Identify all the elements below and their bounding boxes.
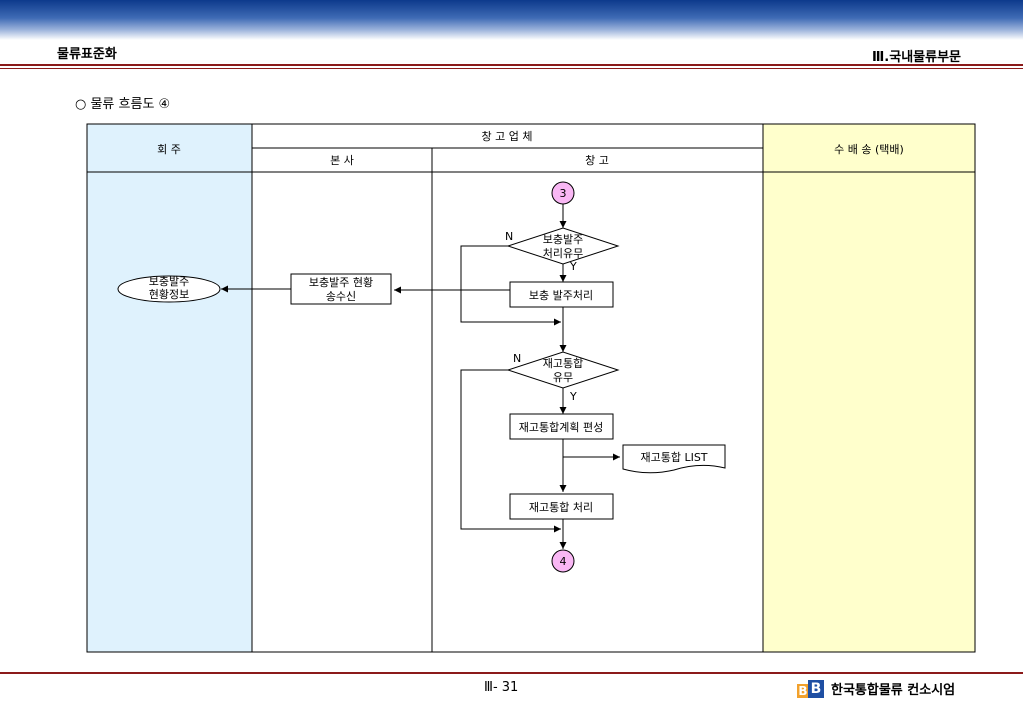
process-consolidation-label: 재고통합 처리 [529, 501, 593, 514]
decision-replenish-line1: 보충발주 [543, 233, 583, 246]
lane-shipper-bg [87, 124, 252, 652]
lane-delivery-bg [763, 124, 975, 652]
connector-in-label: 3 [560, 187, 567, 200]
header-rule [0, 64, 1023, 66]
process-replenish-order [509, 281, 614, 308]
process-status-line1: 보충발주 현황 [309, 276, 373, 289]
connector-out-label: 4 [560, 555, 567, 568]
document-consolidation-list-label: 재고통합 LIST [640, 451, 707, 464]
footer-rule [0, 672, 1023, 674]
lane-shipper-label: 회 주 [157, 143, 181, 156]
process-consolidation-plan-label: 재고통합계획 편성 [519, 421, 603, 434]
lane-warehouse-group-label: 창 고 업 체 [482, 130, 533, 143]
process-status-transfer [290, 273, 392, 305]
logo-letter-2: B [808, 679, 824, 698]
header-right-title: Ⅲ.국내물류부문 [872, 50, 961, 65]
terminal-info-line2: 현황정보 [149, 288, 189, 301]
process-consolidation [509, 493, 614, 520]
process-status-line2: 송수신 [326, 290, 356, 303]
diagram-subtitle: ○ 물류 흐름도 ④ [75, 97, 171, 112]
header-band [0, 0, 1023, 40]
decision-replenish [506, 227, 620, 265]
terminal-replenish-info [117, 275, 221, 303]
header-rule-thin [0, 68, 1023, 69]
decision-yes-label: Y [569, 390, 577, 403]
bb-logo-icon: B B [797, 679, 825, 698]
swimlane-frame [86, 123, 976, 653]
lane-delivery-label: 수 배 송 (택배) [834, 143, 904, 156]
decision-replenish-line2: 처리유무 [543, 247, 583, 260]
decision-consolidate [506, 351, 620, 389]
company-logo: B B 한국통합물류 컨소시엄 [797, 679, 955, 698]
header-left-title: 물류표준화 [57, 47, 117, 62]
process-replenish-order-label: 보충 발주처리 [529, 289, 593, 302]
lane-warehouse-label: 창 고 [585, 154, 609, 167]
lane-head-office-label: 본 사 [330, 154, 354, 167]
document-consolidation-list [622, 444, 726, 474]
decision-no-label: N [505, 230, 513, 243]
terminal-info-line1: 보충발주 [149, 275, 189, 288]
decision-consolidate-line2: 유무 [553, 371, 573, 384]
decision-consolidate-line1: 재고통합 [543, 357, 583, 370]
logo-letter-1: B [797, 683, 809, 698]
decision-no-label: N [513, 352, 521, 365]
page-number: Ⅲ- 31 [484, 680, 519, 695]
decision-yes-label: Y [569, 260, 577, 273]
flow-no-path [460, 369, 561, 533]
connector-out [551, 549, 575, 573]
company-name: 한국통합물류 컨소시엄 [831, 683, 956, 698]
flow-no-path [460, 245, 561, 326]
process-consolidation-plan [509, 413, 614, 440]
